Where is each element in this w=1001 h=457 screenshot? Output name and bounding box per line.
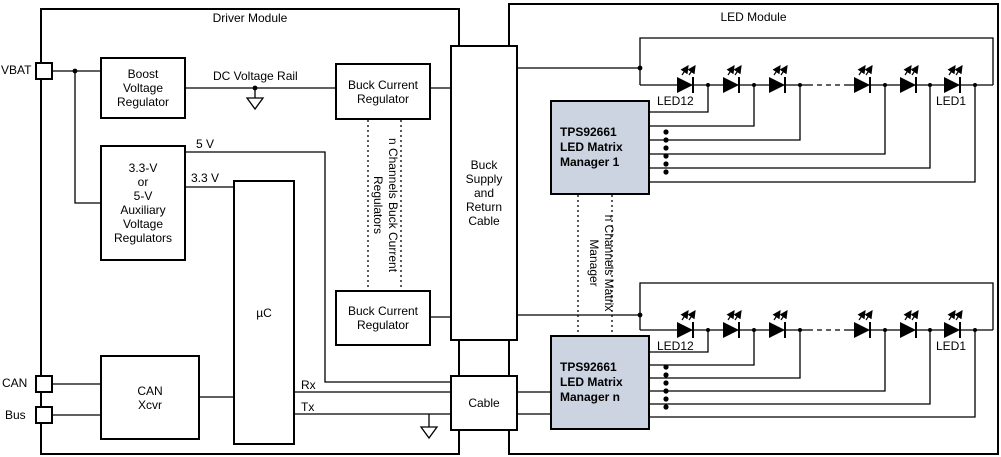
wire-tap-top-5 <box>650 85 931 169</box>
tps92661-manager-n-box: TPS92661 LED Matrix Manager n <box>550 335 650 430</box>
tx-label: Tx <box>301 400 315 414</box>
led-icon <box>677 311 695 338</box>
led-icon <box>854 311 872 338</box>
rx-label: Rx <box>301 378 316 392</box>
mgrn-channels-ellipsis-icon <box>663 364 669 410</box>
led-icon <box>723 311 741 338</box>
led1-top-label: LED1 <box>936 94 967 108</box>
led-icon <box>723 66 741 93</box>
wire-tap-bottom-1 <box>650 330 709 353</box>
bus-label: Bus <box>5 408 26 422</box>
tps92661-manager-1-box: TPS92661 LED Matrix Manager 1 <box>550 100 650 195</box>
wire-tap-bottom-6 <box>650 330 976 418</box>
led-icon <box>854 66 872 93</box>
mgr1-channels-ellipsis-icon <box>663 129 669 175</box>
wires <box>53 37 994 427</box>
n-channels-matrix-label: n Channels Matrix Manager <box>587 214 616 312</box>
led-icon <box>769 311 787 338</box>
ground-icon <box>420 426 438 439</box>
wire-tap-top-6 <box>650 85 976 183</box>
wire-tap-bottom-3 <box>650 330 801 379</box>
dc-voltage-rail-label: DC Voltage Rail <box>213 69 298 83</box>
driver-module-title: Driver Module <box>212 11 288 25</box>
wire-tap-top-1 <box>650 85 709 113</box>
n-channels-matrix-dotted <box>577 195 613 335</box>
microcontroller-box: µC <box>233 180 295 445</box>
n-channels-buck-label: n Channels Buck Current Regulators <box>371 137 400 273</box>
led-icon <box>944 311 962 338</box>
wire-tap-bottom-2 <box>650 330 755 366</box>
vbat-pin <box>35 62 53 80</box>
wire-tap-top-2 <box>650 85 755 127</box>
wire-vbat-aux <box>74 71 100 204</box>
can-pin <box>35 375 53 393</box>
led-module-title: LED Module <box>720 10 787 24</box>
wire-tap-top-4 <box>650 85 886 155</box>
led-icon <box>677 66 695 93</box>
wire-tap-bottom-5 <box>650 330 931 405</box>
5v-label: 5 V <box>196 137 215 151</box>
led-icon <box>900 311 918 338</box>
buck-current-regulator-top-box: Buck Current Regulator <box>335 63 431 120</box>
vbat-label: VBAT <box>1 63 32 77</box>
auxiliary-voltage-regulators-box: 3.3-V or 5-V Auxiliary Voltage Regulator… <box>100 145 186 261</box>
wire-led-loop-bottom <box>639 282 994 330</box>
buck-current-regulator-bottom-box: Buck Current Regulator <box>335 290 431 346</box>
led1-bottom-label: LED1 <box>936 339 967 353</box>
ground-icon <box>246 97 264 110</box>
wire-tap-bottom-4 <box>650 330 886 392</box>
can-transceiver-box: CAN Xcvr <box>100 355 200 440</box>
n-channels-buck-dotted <box>367 120 402 290</box>
junction-dots <box>72 65 977 332</box>
led12-bottom-label: LED12 <box>657 339 694 353</box>
bus-pin <box>35 406 53 424</box>
can-label: CAN <box>2 376 28 390</box>
wire-5v <box>186 151 450 383</box>
3v3-label: 3.3 V <box>191 171 220 185</box>
cable-box: Cable <box>450 375 518 431</box>
led-icon <box>769 66 787 93</box>
led12-top-label: LED12 <box>657 94 694 108</box>
led-icon <box>900 66 918 93</box>
boost-voltage-regulator-box: Boost Voltage Regulator <box>100 57 186 119</box>
wire-tap-top-3 <box>650 85 801 141</box>
led-icon <box>944 66 962 93</box>
wire-led-loop-top <box>639 37 994 85</box>
buck-supply-return-cable-box: Buck Supply and Return Cable <box>450 45 518 341</box>
